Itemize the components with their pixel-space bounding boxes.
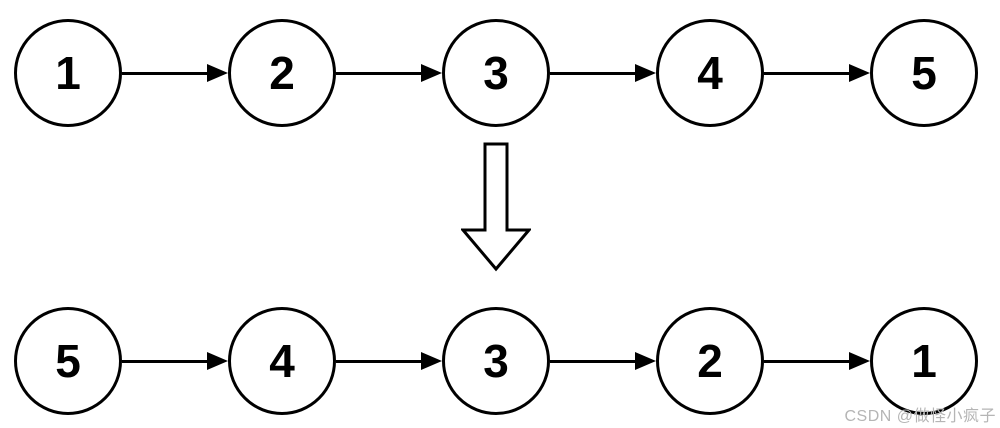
next-pointer-arrow [122,63,228,83]
node-value: 1 [55,47,81,99]
arrow-head-icon [635,64,656,82]
arrow-head-icon [207,352,228,370]
node-value: 1 [911,335,937,387]
node-value: 2 [697,335,723,387]
next-pointer-arrow [764,351,870,371]
list-node: 2 [656,307,764,415]
node-value: 5 [55,335,81,387]
arrow-line [550,359,638,363]
next-pointer-arrow [550,63,656,83]
node-value: 4 [697,47,723,99]
next-pointer-arrow [336,63,442,83]
arrow-line [336,71,424,75]
list-node: 4 [228,307,336,415]
arrow-line [122,71,210,75]
arrow-head-icon [849,64,870,82]
arrow-head-icon [421,352,442,370]
list-node: 3 [442,307,550,415]
list-node: 4 [656,19,764,127]
down-arrow-icon [461,142,531,272]
arrow-head-icon [421,64,442,82]
list-node: 3 [442,19,550,127]
next-pointer-arrow [550,351,656,371]
next-pointer-arrow [764,63,870,83]
arrow-line [122,359,210,363]
arrow-head-icon [849,352,870,370]
arrow-line [336,359,424,363]
node-value: 3 [483,335,509,387]
watermark: CSDN @做怪小疯子 [844,408,996,425]
linked-list-row-original: 1 2 3 4 5 [14,19,978,127]
linked-list-row-reversed: 5 4 3 2 1 [14,307,978,415]
list-node: 5 [14,307,122,415]
node-value: 5 [911,47,937,99]
arrow-line [550,71,638,75]
arrow-line [764,359,852,363]
list-node: 1 [14,19,122,127]
arrow-line [764,71,852,75]
next-pointer-arrow [336,351,442,371]
list-node: 2 [228,19,336,127]
list-node: 5 [870,19,978,127]
arrow-head-icon [635,352,656,370]
node-value: 4 [269,335,295,387]
node-value: 3 [483,47,509,99]
arrow-head-icon [207,64,228,82]
list-node: 1 [870,307,978,415]
node-value: 2 [269,47,295,99]
next-pointer-arrow [122,351,228,371]
